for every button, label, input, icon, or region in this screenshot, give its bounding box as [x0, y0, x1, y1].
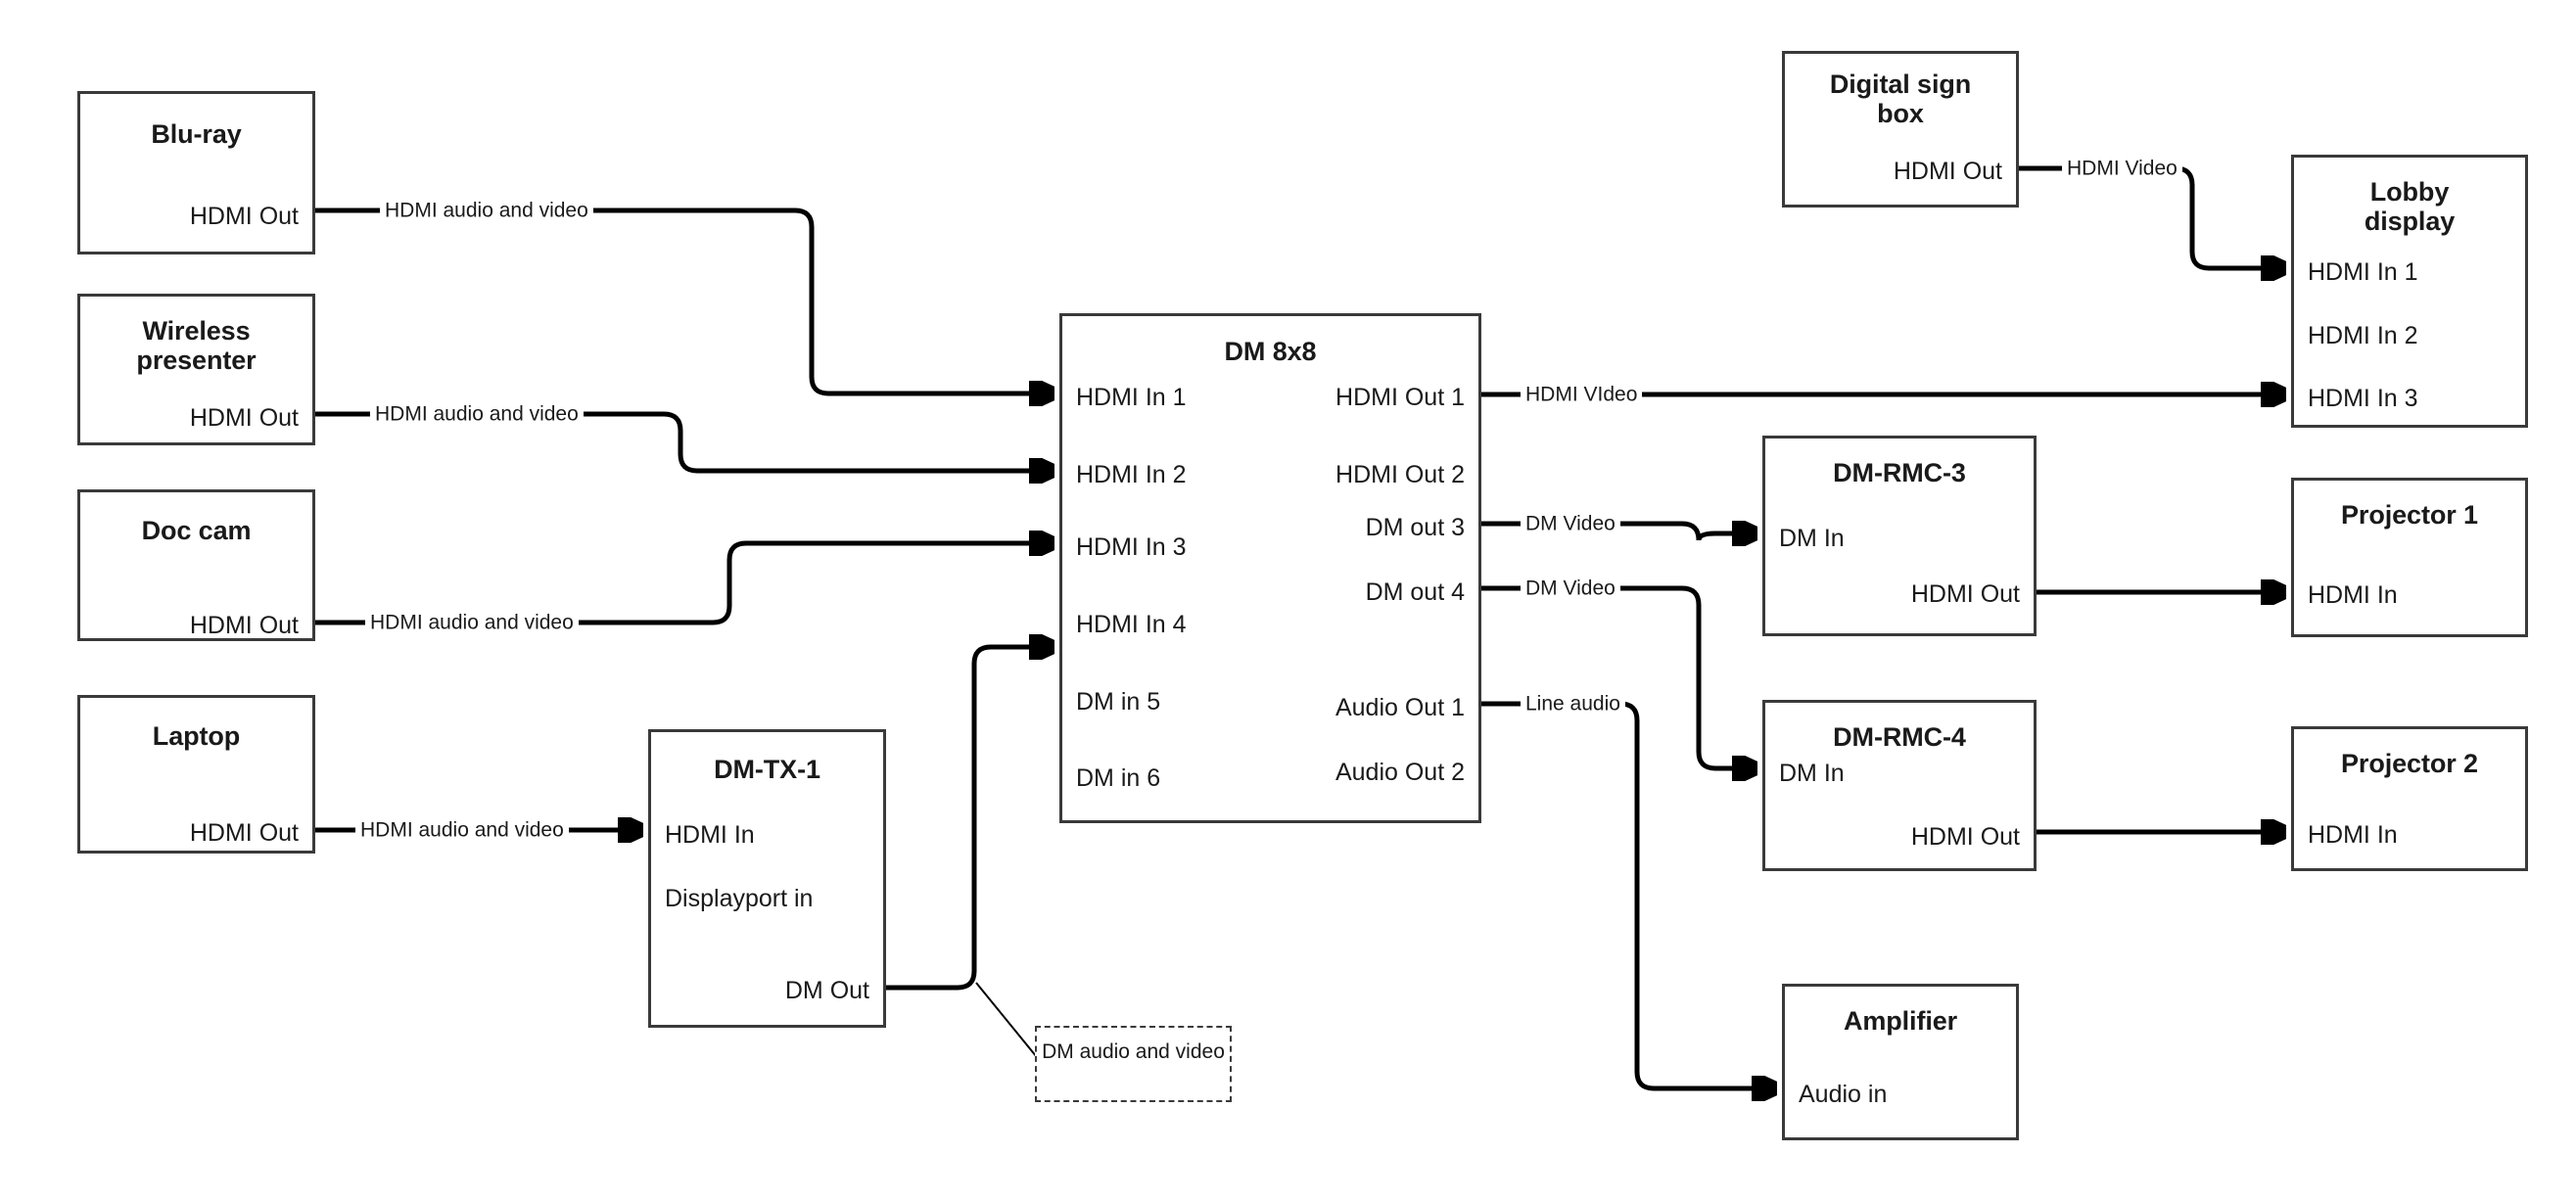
device-digital-sign-box[interactable]: Digital sign box HDMI Out: [1782, 51, 2019, 208]
link-label-doccam-to-in3: HDMI audio and video: [365, 612, 579, 633]
dm-8x8-input-hdmi-in-3[interactable]: HDMI In 3: [1076, 533, 1187, 561]
dm-8x8-title: DM 8x8: [1224, 337, 1317, 366]
laptop-title: Laptop: [152, 721, 241, 751]
link-label-hdmi-video-sign: HDMI Video: [2062, 158, 2182, 179]
device-dm-rmc-3[interactable]: DM-RMC-3 DM In HDMI Out: [1762, 436, 2037, 636]
dm-8x8-output-audio-out-1[interactable]: Audio Out 1: [1335, 694, 1465, 721]
device-amplifier[interactable]: Amplifier Audio in: [1782, 984, 2019, 1140]
wire-audio-out-1-to-amplifier: [1481, 701, 1775, 1088]
dm-8x8-output-dm-out-4[interactable]: DM out 4: [1365, 578, 1465, 606]
projector-2-port-hdmi-in[interactable]: HDMI In: [2308, 821, 2398, 849]
wire-digitalsign-to-lobby-hdmi-in-1: [2019, 165, 2284, 268]
dm-8x8-output-audio-out-2[interactable]: Audio Out 2: [1335, 759, 1465, 786]
bluray-port-hdmi-out[interactable]: HDMI Out: [189, 203, 299, 230]
laptop-port-hdmi-out[interactable]: HDMI Out: [189, 819, 299, 847]
digital-sign-box-title-line2: box: [1877, 99, 1924, 128]
callout-text: DM audio and video: [1042, 1040, 1225, 1063]
projector-2-title: Projector 2: [2341, 749, 2478, 778]
device-dm-tx-1[interactable]: DM-TX-1 HDMI In Displayport in DM Out: [648, 729, 886, 1028]
dm-rmc-4-port-hdmi-out[interactable]: HDMI Out: [1910, 823, 2020, 851]
device-projector-2[interactable]: Projector 2 HDMI In: [2291, 726, 2528, 871]
doc-cam-title: Doc cam: [141, 516, 252, 545]
lobby-display-input-hdmi-in-1[interactable]: HDMI In 1: [2308, 258, 2418, 286]
dm-tx-1-title: DM-TX-1: [714, 755, 820, 784]
device-lobby-display[interactable]: Lobby display HDMI In 1 HDMI In 2 HDMI I…: [2291, 155, 2528, 428]
callout-dm-audio-and-video: DM audio and video: [1035, 1026, 1232, 1102]
projector-1-port-hdmi-in[interactable]: HDMI In: [2308, 581, 2398, 609]
lobby-display-title-line2: display: [2364, 207, 2456, 236]
dm-rmc-3-title: DM-RMC-3: [1833, 458, 1966, 487]
dm-8x8-input-hdmi-in-1[interactable]: HDMI In 1: [1076, 384, 1187, 411]
dm-rmc-4-port-dm-in[interactable]: DM In: [1779, 760, 1845, 787]
amplifier-title: Amplifier: [1843, 1006, 1958, 1036]
link-label-dm-video-3: DM Video: [1521, 513, 1620, 534]
callout-leader-line: [975, 982, 1042, 1063]
dm-8x8-output-dm-out-3[interactable]: DM out 3: [1365, 514, 1465, 541]
dm-tx-1-port-dm-out[interactable]: DM Out: [784, 977, 869, 1004]
dm-8x8-output-hdmi-out-2[interactable]: HDMI Out 2: [1335, 461, 1465, 488]
device-doc-cam[interactable]: Doc cam HDMI Out: [77, 489, 315, 641]
dm-tx-1-port-displayport-in[interactable]: Displayport in: [665, 885, 814, 912]
device-bluray[interactable]: Blu-ray HDMI Out: [77, 91, 315, 254]
link-label-laptop-to-dmtx1: HDMI audio and video: [355, 819, 569, 841]
lobby-display-title-line1: Lobby: [2369, 177, 2450, 207]
digital-sign-box-port-hdmi-out[interactable]: HDMI Out: [1893, 158, 2002, 185]
wire-bluray-to-hdmi-in-1: [315, 208, 1053, 393]
dm-8x8-input-hdmi-in-2[interactable]: HDMI In 2: [1076, 461, 1187, 488]
dm-8x8-input-dm-in-6[interactable]: DM in 6: [1076, 764, 1161, 792]
wireless-presenter-port-hdmi-out[interactable]: HDMI Out: [189, 404, 299, 432]
dm-8x8-input-dm-in-5[interactable]: DM in 5: [1076, 688, 1161, 716]
projector-1-title: Projector 1: [2341, 500, 2478, 530]
link-label-bluray-to-in1: HDMI audio and video: [380, 200, 593, 221]
doc-cam-port-hdmi-out[interactable]: HDMI Out: [189, 612, 299, 639]
dm-8x8-output-hdmi-out-1[interactable]: HDMI Out 1: [1335, 384, 1465, 411]
device-projector-1[interactable]: Projector 1 HDMI In: [2291, 478, 2528, 637]
wire-dmtx1-to-dm-in-5: [886, 647, 1053, 991]
dm-rmc-4-title: DM-RMC-4: [1833, 722, 1966, 752]
dm-tx-1-port-hdmi-in[interactable]: HDMI In: [665, 821, 755, 849]
amplifier-port-audio-in[interactable]: Audio in: [1799, 1081, 1888, 1108]
link-label-wireless-to-in2: HDMI audio and video: [370, 403, 584, 425]
wireless-presenter-title: Wireless presenter: [136, 316, 257, 376]
dm-rmc-3-port-dm-in[interactable]: DM In: [1779, 525, 1845, 552]
link-label-hdmi-video: HDMI VIdeo: [1521, 384, 1643, 405]
dm-rmc-3-port-hdmi-out[interactable]: HDMI Out: [1910, 580, 2020, 608]
wire-dm-out-4-to-dmrmc4: [1481, 585, 1756, 768]
digital-sign-box-title-line1: Digital sign: [1829, 69, 1972, 99]
link-label-line-audio: Line audio: [1521, 693, 1625, 715]
dm-8x8-input-hdmi-in-4[interactable]: HDMI In 4: [1076, 611, 1187, 638]
lobby-display-input-hdmi-in-2[interactable]: HDMI In 2: [2308, 322, 2418, 349]
device-laptop[interactable]: Laptop HDMI Out: [77, 695, 315, 854]
device-wireless-presenter[interactable]: Wireless presenter HDMI Out: [77, 294, 315, 445]
lobby-display-input-hdmi-in-3[interactable]: HDMI In 3: [2308, 385, 2418, 412]
device-dm-8x8[interactable]: DM 8x8 HDMI In 1 HDMI In 2 HDMI In 3 HDM…: [1059, 313, 1481, 823]
bluray-title: Blu-ray: [151, 119, 242, 149]
link-label-dm-video-4: DM Video: [1521, 577, 1620, 599]
device-dm-rmc-4[interactable]: DM-RMC-4 DM In HDMI Out: [1762, 700, 2037, 871]
